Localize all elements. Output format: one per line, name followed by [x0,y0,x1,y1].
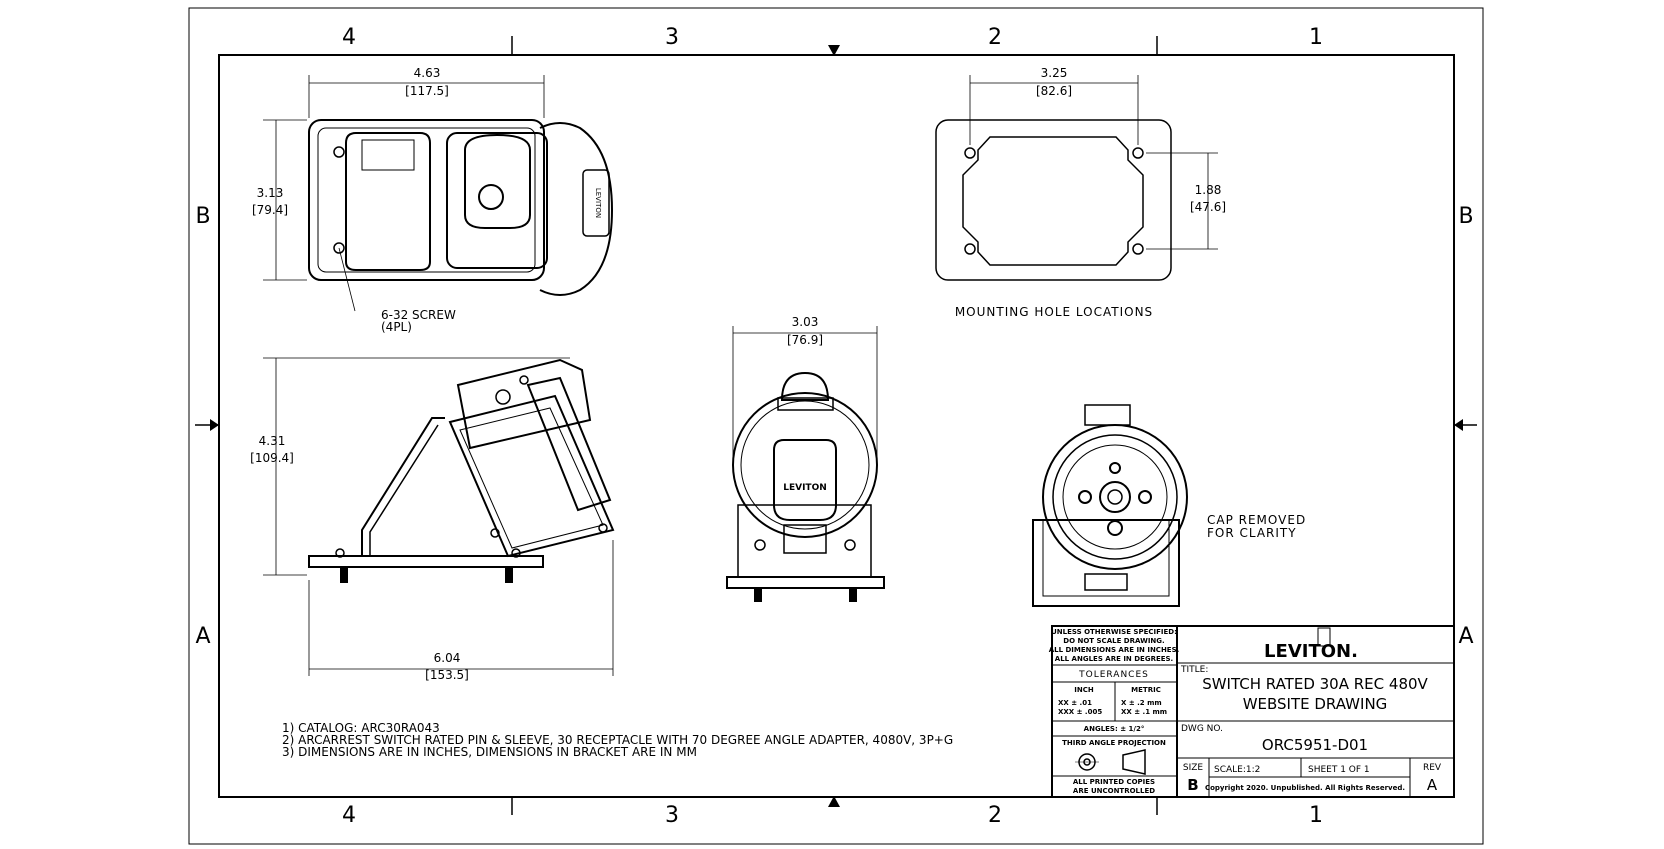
zone-ticks [195,36,1477,815]
tb-copies-1: ALL PRINTED COPIES [1073,778,1155,786]
dim-top-height: 3.13 [257,186,284,200]
tb-sheet: SHEET 1 OF 1 [1308,765,1370,775]
leviton-logo: LEVITON. [1264,627,1358,662]
top-view-dimensions [263,75,545,312]
dim-top-width: 4.63 [414,66,441,80]
side-view-dimensions [263,357,614,676]
callout-for-clarity: FOR CLARITY [1207,526,1297,540]
centering-arrows [210,45,1463,807]
tb-unless-3: ALL DIMENSIONS ARE IN INCHES. [1049,646,1180,654]
tb-metric-x: X ± .2 mm [1121,699,1162,707]
callout-cap-removed: CAP REMOVED [1207,513,1306,527]
dim-top-width-mm: [117.5] [405,84,449,98]
note-1: 1) CATALOG: ARC30RA043 [282,721,440,735]
dim-side-width-mm: [153.5] [425,668,469,682]
tb-scale: SCALE:1:2 [1214,765,1260,775]
tb-projection: THIRD ANGLE PROJECTION [1062,739,1166,747]
zone-col-3-bottom: 3 [665,803,679,828]
zone-row-a-right: A [1458,624,1473,649]
mounting-dimensions [969,75,1218,250]
mounting-plate-view [935,119,1172,281]
zone-col-1-top: 1 [1309,25,1323,50]
dim-mount-height: 1.88 [1195,183,1222,197]
front-view: LEVITON [726,371,885,602]
dim-mount-width: 3.25 [1041,66,1068,80]
dim-side-width: 6.04 [434,651,461,665]
zone-col-4-bottom: 4 [342,803,356,828]
callout-screw-qty: (4PL) [381,320,412,334]
third-angle-projection-icon [1075,749,1146,775]
tb-unless-1: UNLESS OTHERWISE SPECIFIED: [1051,628,1177,636]
tb-title-line1: SWITCH RATED 30A REC 480V [1202,675,1428,693]
tb-inch-xx: XXX ± .005 [1058,708,1102,716]
tb-dwg-number: ORC5951-D01 [1262,736,1368,754]
title-block [1051,625,1455,798]
tb-metric-xx: XX ± .1 mm [1121,708,1167,716]
front-view-dimensions [732,326,878,460]
tb-unless-2: DO NOT SCALE DRAWING. [1063,637,1164,645]
zone-col-4-top: 4 [342,25,356,50]
tb-inch: INCH [1074,686,1094,694]
tb-logo-text: LEVITON. [1264,641,1358,662]
tb-metric: METRIC [1131,686,1161,694]
tb-inch-x: XX ± .01 [1058,699,1092,707]
tb-title-label: TITLE: [1180,665,1208,675]
tb-dwg-label: DWG NO. [1181,724,1223,734]
tb-unless-4: ALL ANGLES ARE IN DEGREES. [1055,655,1173,663]
face-view [1032,404,1188,607]
note-2: 2) ARCARREST SWITCH RATED PIN & SLEEVE, … [282,733,953,747]
zone-row-b-right: B [1458,204,1473,229]
outer-border [188,7,1484,845]
dim-mount-width-mm: [82.6] [1036,84,1072,98]
note-3: 3) DIMENSIONS ARE IN INCHES, DIMENSIONS … [282,745,697,759]
zone-col-1-bottom: 1 [1309,803,1323,828]
dim-front-width-mm: [76.9] [787,333,823,347]
front-view-brand: LEVITON [783,483,827,493]
tb-title-line2: WEBSITE DRAWING [1243,695,1388,713]
side-view [308,358,615,583]
tb-copyright: Copyright 2020. Unpublished. All Rights … [1205,784,1405,792]
tb-size-label: SIZE [1183,763,1204,773]
tb-rev-label: REV [1423,763,1442,773]
zone-col-3-top: 3 [665,25,679,50]
tb-rev-value: A [1427,776,1438,794]
dim-mount-height-mm: [47.6] [1190,200,1226,214]
dim-side-height-mm: [109.4] [250,451,294,465]
tb-angles: ANGLES: ± 1/2° [1084,725,1145,733]
tb-tolerances: TOLERANCES [1078,670,1149,680]
zone-col-2-top: 2 [988,25,1002,50]
dim-top-height-mm: [79.4] [252,203,288,217]
zone-row-a-left: A [195,624,210,649]
tb-size-value: B [1187,776,1198,794]
mounting-hole-label: MOUNTING HOLE LOCATIONS [955,305,1153,319]
callout-screw: 6-32 SCREW [381,308,456,322]
top-view: LEVITON [308,119,614,296]
inner-border [218,54,1455,798]
zone-row-b-left: B [195,204,210,229]
tb-copies-2: ARE UNCONTROLLED [1073,787,1155,795]
zone-col-2-bottom: 2 [988,803,1002,828]
dim-front-width: 3.03 [792,315,819,329]
top-view-brand: LEVITON [594,188,602,218]
dim-side-height: 4.31 [259,434,286,448]
